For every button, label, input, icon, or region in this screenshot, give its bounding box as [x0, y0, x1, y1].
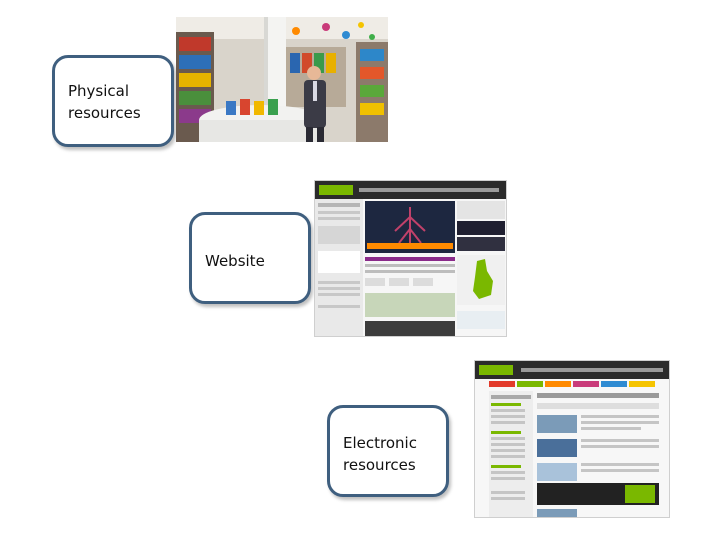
website-box: Website [189, 212, 311, 304]
electronic-resources-label: Electronic resources [343, 434, 417, 474]
stem-website-screenshot [314, 180, 507, 337]
stem-elibrary-screenshot [474, 360, 670, 518]
website-label: Website [205, 252, 265, 270]
physical-resources-box: Physical resources [52, 55, 174, 147]
library-photo-image [176, 17, 388, 142]
stem-website-image [315, 181, 506, 336]
stem-elibrary-image [475, 361, 669, 517]
physical-resources-label: Physical resources [68, 82, 141, 122]
electronic-resources-box: Electronic resources [327, 405, 449, 497]
library-photo [176, 17, 388, 142]
